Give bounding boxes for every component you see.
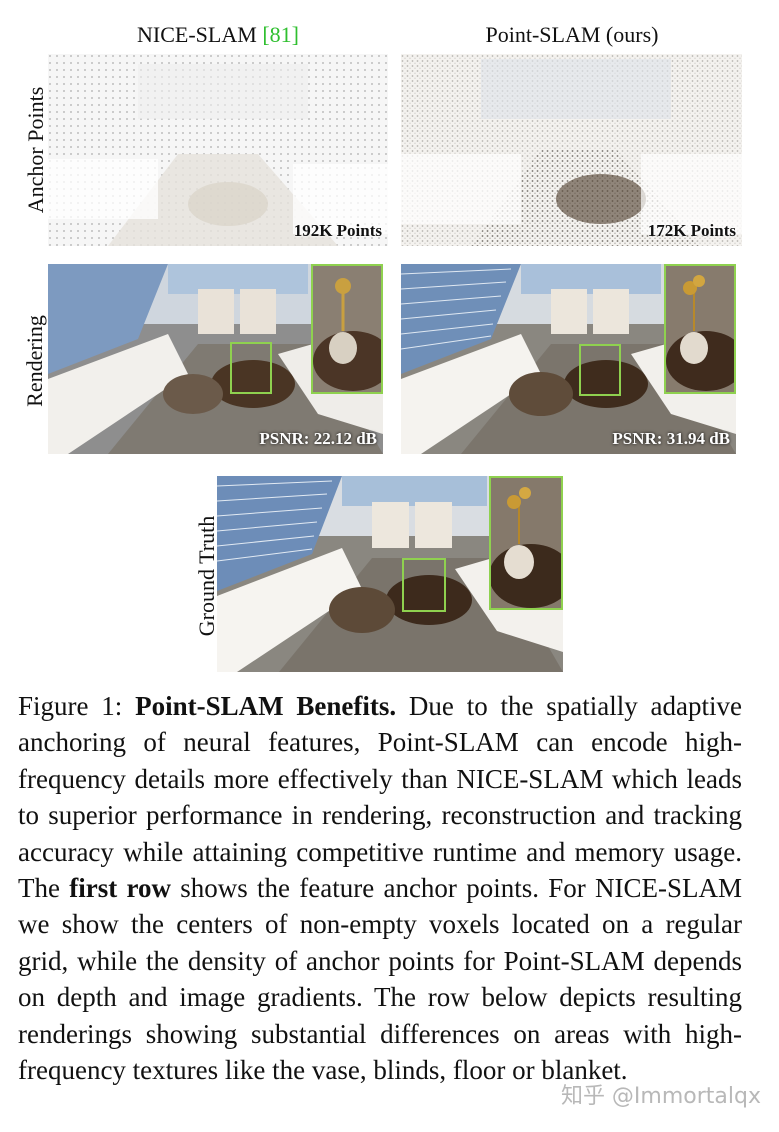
living-room-render [401, 264, 736, 454]
nice-slam-title-text: NICE-SLAM [137, 22, 263, 47]
citation-link[interactable]: [81] [262, 22, 299, 47]
point-count-label: 192K Points [293, 221, 382, 240]
ground-truth-image [217, 476, 563, 672]
row-label-rendering: Rendering [22, 315, 47, 407]
nice-slam-anchor-points-image: 192K Points [48, 54, 388, 246]
point-slam-anchor-points-image: 172K Points [401, 54, 742, 246]
row-label-anchor-points: Anchor Points [23, 86, 48, 214]
vase-closeup [666, 266, 734, 392]
watermark: 知乎 @Immortalqx [560, 1084, 761, 1109]
zoom-inset [489, 476, 563, 610]
column-title-nice-slam: NICE-SLAM [81] [48, 22, 388, 48]
zoom-region-marker [230, 342, 272, 394]
caption-title: Point-SLAM Benefits. [135, 691, 397, 721]
caption-prefix: Figure 1: [18, 691, 136, 721]
vase-closeup [313, 266, 381, 392]
caption-emphasis: first row [69, 873, 171, 904]
zoom-region-marker [402, 558, 446, 612]
caption-body-2: shows the feature anchor points. For NIC… [18, 873, 742, 1086]
column-title-point-slam: Point-SLAM (ours) [485, 22, 659, 47]
caption-body-1: Due to the spatially adaptive anchoring … [18, 691, 743, 904]
zoom-inset [311, 264, 383, 394]
psnr-label: PSNR: 31.94 dB [612, 429, 730, 448]
figure-caption: Figure 1: Point-SLAM Benefits. Due to th… [18, 688, 742, 1088]
zoom-inset [664, 264, 736, 394]
voxel-grid-pointcloud [48, 54, 388, 246]
zoom-region-marker [579, 344, 621, 396]
psnr-label: PSNR: 22.12 dB [259, 429, 377, 448]
vase-closeup [491, 478, 561, 608]
nice-slam-rendering-image: PSNR: 22.12 dB [48, 264, 383, 454]
point-count-label: 172K Points [647, 221, 736, 240]
point-slam-rendering-image: PSNR: 31.94 dB [401, 264, 736, 454]
adaptive-pointcloud [401, 54, 742, 246]
